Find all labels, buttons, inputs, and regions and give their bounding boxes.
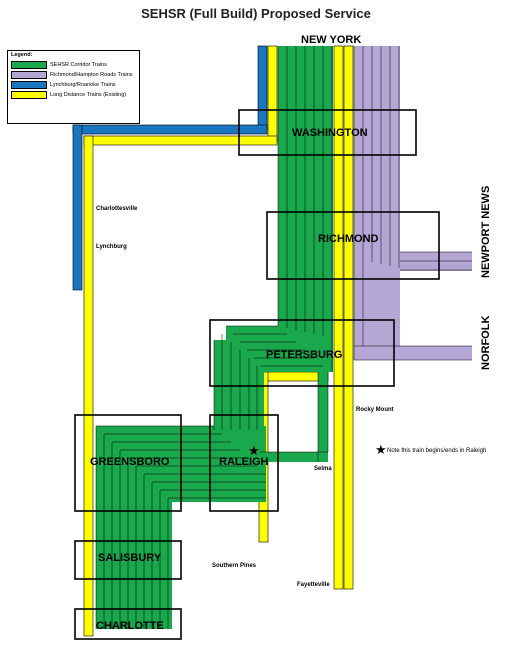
charlotte-box — [74, 608, 182, 640]
label-petersburg: PETERSBURG — [266, 349, 342, 361]
label-richmond: RICHMOND — [318, 233, 379, 245]
legend-item-sehsr: SEHSR Corridor Trains — [11, 61, 139, 70]
legend-swatch-green — [11, 61, 47, 69]
legend-title: Legend: — [11, 52, 33, 58]
label-norfolk: NORFOLK — [480, 316, 492, 370]
note-star-icon: ★ — [375, 442, 387, 457]
greensboro-box — [74, 414, 182, 512]
label-rocky-mount: Rocky Mount — [356, 407, 394, 413]
lynchburg-roanoke-line — [72, 45, 268, 291]
long-distance-line-east — [333, 45, 354, 590]
diagram-title: SEHSR (Full Build) Proposed Service — [141, 6, 371, 21]
raleigh-box — [209, 414, 279, 512]
legend-label-lynchburg: Lynchburg/Roanoke Trains — [50, 82, 116, 88]
petersburg-box — [209, 319, 395, 387]
label-newport-news: NEWPORT NEWS — [480, 186, 492, 278]
raleigh-note: Note this train begins/ends in Raleigh — [387, 448, 486, 454]
label-selma: Selma — [314, 466, 332, 472]
legend-item-hampton: Richmond/Hampton Roads Trains — [11, 71, 139, 80]
label-southern-pines: Southern Pines — [212, 563, 257, 569]
washington-box — [238, 109, 417, 156]
legend-swatch-purple — [11, 71, 47, 79]
label-greensboro: GREENSBORO — [90, 456, 170, 468]
legend-swatch-blue — [11, 81, 47, 89]
label-new-york: NEW YORK — [301, 34, 361, 46]
legend-label-sehsr: SEHSR Corridor Trains — [50, 62, 107, 68]
raleigh-star-icon: ★ — [248, 443, 260, 458]
hampton-roads-lines — [353, 46, 472, 361]
richmond-box — [266, 211, 440, 280]
label-charlotte: CHARLOTTE — [96, 620, 164, 632]
legend-item-long-distance: Long Distance Trains (Existing) — [11, 91, 139, 100]
label-charlottesville: Charlottesville — [96, 206, 138, 212]
legend-swatch-yellow — [11, 91, 47, 99]
label-raleigh: RALEIGH — [219, 456, 269, 468]
label-salisbury: SALISBURY — [98, 552, 162, 564]
label-lynchburg: Lynchburg — [96, 244, 127, 250]
salisbury-box — [74, 540, 182, 580]
legend-label-hampton: Richmond/Hampton Roads Trains — [50, 72, 133, 78]
label-fayetteville: Fayetteville — [297, 582, 330, 588]
legend-item-lynchburg: Lynchburg/Roanoke Trains — [11, 81, 139, 90]
legend: Legend: SEHSR Corridor Trains Richmond/H… — [7, 50, 140, 124]
label-washington: WASHINGTON — [292, 127, 368, 139]
legend-label-long-distance: Long Distance Trains (Existing) — [50, 92, 127, 98]
long-distance-line-west — [83, 45, 278, 637]
